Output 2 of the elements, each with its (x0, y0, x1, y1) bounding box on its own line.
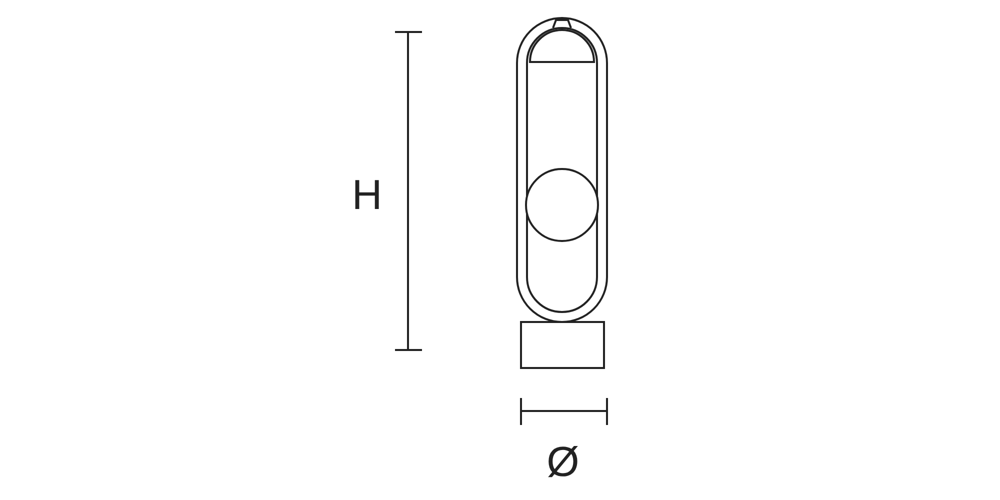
dimension-label: H (352, 174, 382, 216)
dimension-label: Ø (546, 441, 580, 483)
